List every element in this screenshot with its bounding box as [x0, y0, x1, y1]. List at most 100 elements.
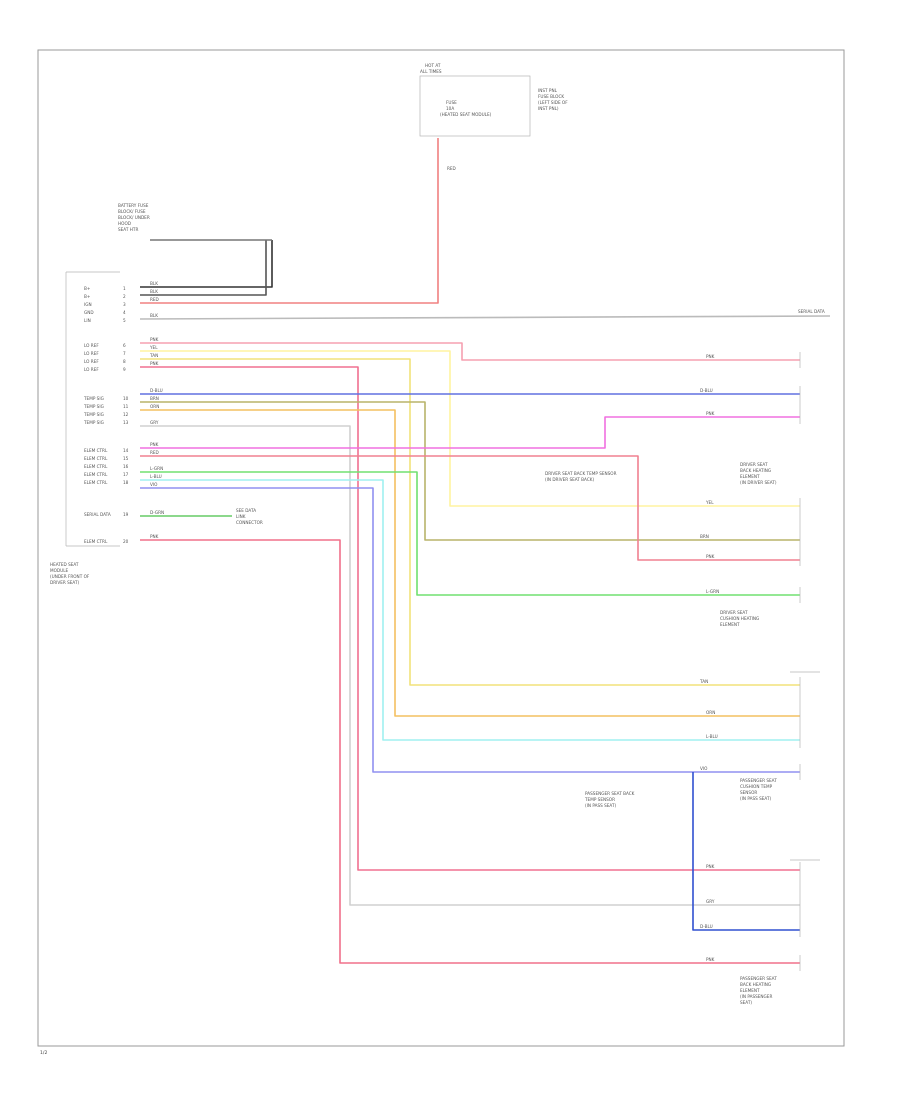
svg-text:(IN PASSENGER: (IN PASSENGER	[740, 994, 772, 999]
svg-text:(UNDER FRONT OF: (UNDER FRONT OF	[50, 574, 90, 579]
svg-text:PNK: PNK	[150, 442, 159, 447]
diagram-frame	[37, 49, 845, 1047]
pin-num: 13	[123, 420, 129, 425]
pin-label: ELEM CTRL	[84, 456, 108, 461]
svg-text:ALL TIMES: ALL TIMES	[420, 69, 442, 74]
svg-text:PNK: PNK	[706, 554, 715, 559]
wire-yellow-2	[140, 358, 800, 686]
wire-magenta-1	[140, 416, 800, 449]
pin-num: 3	[123, 302, 126, 307]
svg-text:VIO: VIO	[700, 766, 708, 771]
wire-pink-4	[140, 539, 800, 964]
svg-text:(IN DRIVER SEAT BACK): (IN DRIVER SEAT BACK)	[545, 477, 595, 482]
svg-text:PNK: PNK	[706, 354, 715, 359]
wire-olive-1	[140, 401, 800, 541]
svg-text:DRIVER SEAT BACK TEMP SENSOR: DRIVER SEAT BACK TEMP SENSOR	[545, 471, 617, 476]
pin-num: 20	[123, 539, 129, 544]
svg-text:SENSOR: SENSOR	[740, 790, 757, 795]
pin-num: 1	[123, 286, 126, 291]
svg-text:SEAT HTR: SEAT HTR	[118, 227, 138, 232]
ign-wire-label: RED	[447, 166, 456, 171]
wire-orange-1	[140, 409, 800, 717]
pin-num: 18	[123, 480, 129, 485]
module-pin-list: B+ B+ IGN GND LIN LO REF LO REF LO REF L…	[83, 286, 129, 544]
pin-label: LO REF	[84, 351, 99, 356]
pin-label: ELEM CTRL	[84, 472, 108, 477]
pin-label: TEMP SIG	[83, 396, 104, 401]
svg-text:BLK: BLK	[150, 313, 158, 318]
svg-text:RED: RED	[150, 450, 159, 455]
svg-text:PNK: PNK	[150, 534, 159, 539]
svg-text:GRY: GRY	[150, 420, 159, 425]
pin-label: ELEM CTRL	[84, 480, 108, 485]
svg-text:SEE DATA: SEE DATA	[236, 508, 256, 513]
svg-text:TEMP SENSOR: TEMP SENSOR	[584, 797, 615, 802]
pin-label: LO REF	[84, 359, 99, 364]
svg-text:SEAT): SEAT)	[740, 1000, 752, 1005]
left-wire-color-labels: BLK BLK RED BLK PNK YEL TAN PNK D-BLU BR…	[149, 281, 164, 539]
pin-num: 14	[123, 448, 129, 453]
svg-text:PNK: PNK	[706, 864, 715, 869]
pin-label: TEMP SIG	[83, 404, 104, 409]
svg-text:BLOCK/ FUSE: BLOCK/ FUSE	[118, 209, 146, 214]
svg-text:BACK HEATING: BACK HEATING	[740, 468, 771, 473]
pin-num: 16	[123, 464, 129, 469]
svg-text:HOOD: HOOD	[118, 221, 131, 226]
pin-label: LO REF	[84, 343, 99, 348]
pin-label: TEMP SIG	[83, 420, 104, 425]
pin-label: ELEM CTRL	[84, 539, 108, 544]
pin-label: IGN	[84, 302, 92, 307]
wire-blue-splice	[692, 772, 800, 931]
wire-violet-1	[140, 487, 800, 773]
wire-gray-gnd	[139, 315, 831, 320]
pin-num: 17	[123, 472, 129, 477]
svg-text:(IN DRIVER SEAT): (IN DRIVER SEAT)	[740, 480, 777, 485]
serial-data-note: SEE DATA LINK CONNECTOR	[236, 508, 263, 525]
pin-num: 4	[123, 310, 126, 315]
svg-text:BATTERY FUSE: BATTERY FUSE	[118, 203, 149, 208]
svg-text:YEL: YEL	[705, 500, 714, 505]
pin-num: 2	[123, 294, 126, 299]
svg-text:(IN PASS SEAT): (IN PASS SEAT)	[585, 803, 617, 808]
svg-text:(IN PASS SEAT): (IN PASS SEAT)	[740, 796, 772, 801]
splice-label: SERIAL DATA	[798, 309, 825, 314]
pin-num: 11	[123, 404, 129, 409]
center-notes: DRIVER SEAT BACK TEMP SENSOR (IN DRIVER …	[545, 471, 635, 808]
svg-text:CUSHION HEATING: CUSHION HEATING	[720, 616, 759, 621]
svg-text:DRIVER SEAT: DRIVER SEAT	[720, 610, 748, 615]
svg-text:FUSE BLOCK: FUSE BLOCK	[538, 94, 564, 99]
svg-text:DRIVER SEAT: DRIVER SEAT	[740, 462, 768, 467]
svg-text:INST PNL): INST PNL)	[538, 106, 559, 111]
svg-text:PNK: PNK	[150, 361, 159, 366]
svg-text:BRN: BRN	[150, 396, 159, 401]
wire-cyan-1	[140, 479, 800, 741]
svg-text:D-BLU: D-BLU	[700, 924, 713, 929]
pin-num: 12	[123, 412, 129, 417]
svg-text:PNK: PNK	[706, 411, 715, 416]
svg-text:CUSHION TEMP: CUSHION TEMP	[740, 784, 773, 789]
pin-label: TEMP SIG	[83, 412, 104, 417]
svg-text:HOT AT: HOT AT	[425, 63, 441, 68]
svg-text:(LEFT SIDE OF: (LEFT SIDE OF	[538, 100, 568, 105]
pin-num: 6	[123, 343, 126, 348]
wire-red-ign	[140, 138, 439, 304]
wire-gray-1	[140, 425, 800, 906]
right-component-labels: DRIVER SEAT BACK HEATING ELEMENT (IN DRI…	[720, 462, 777, 1005]
svg-text:GRY: GRY	[706, 899, 715, 904]
svg-text:VIO: VIO	[150, 482, 158, 487]
svg-text:RED: RED	[150, 297, 159, 302]
svg-text:PNK: PNK	[150, 337, 159, 342]
svg-text:L-BLU: L-BLU	[706, 734, 718, 739]
pin-label: B+	[84, 294, 91, 299]
pin-num: 5	[123, 318, 126, 323]
wire-pink-1	[140, 342, 800, 361]
svg-text:D-BLU: D-BLU	[150, 388, 163, 393]
wires	[139, 138, 831, 964]
pin-label: B+	[84, 286, 91, 291]
svg-text:BLOCK/ UNDER: BLOCK/ UNDER	[118, 215, 150, 220]
wire-yellow-1	[140, 350, 800, 507]
svg-text:INST PNL: INST PNL	[538, 88, 558, 93]
right-wire-color-labels: PNK D-BLU PNK YEL BRN PNK L-GRN TAN ORN …	[699, 354, 719, 962]
pin-num: 8	[123, 359, 126, 364]
